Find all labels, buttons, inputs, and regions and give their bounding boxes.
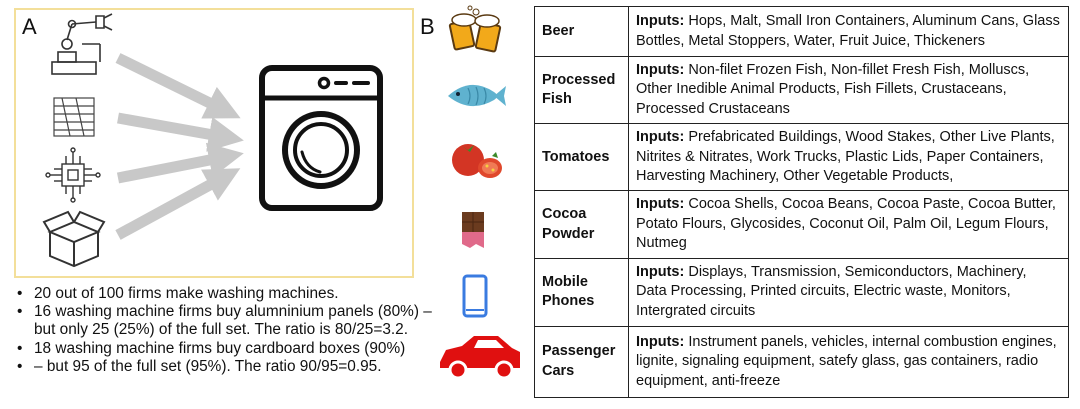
bullet-item: 18 washing machine firms buy cardboard b… <box>14 340 454 358</box>
table-row: Passenger Cars Inputs: Instrument panels… <box>534 325 1069 399</box>
aluminium-panel-icon <box>53 97 95 137</box>
table-row: Processed Fish Inputs: Non-filet Frozen … <box>534 56 1069 125</box>
inputs-text: Prefabricated Buildings, Wood Stakes, Ot… <box>636 129 1055 185</box>
product-name: Cocoa Powder <box>534 190 629 259</box>
arrow-box-to-machine <box>115 168 241 240</box>
bullet-list: 20 out of 100 firms make washing machine… <box>14 285 454 376</box>
bullet-item: 16 washing machine firms buy alumninium … <box>14 303 454 339</box>
cardboard-box-icon <box>42 210 106 268</box>
product-inputs: Inputs: Displays, Transmission, Semicond… <box>628 257 1069 327</box>
product-name: Tomatoes <box>534 123 629 192</box>
chocolate-icon <box>462 212 484 248</box>
arrow-robot-to-machine <box>115 53 241 119</box>
inputs-text: Cocoa Shells, Cocoa Beans, Cocoa Paste, … <box>636 196 1056 252</box>
inputs-label: Inputs: <box>636 61 685 78</box>
inputs-text: Instrument panels, vehicles, internal co… <box>636 333 1057 389</box>
arrow-group <box>115 53 244 240</box>
product-name: Passenger Cars <box>534 325 629 399</box>
bullet-item: 20 out of 100 firms make washing machine… <box>14 285 454 303</box>
panel-a-label: A <box>22 14 37 39</box>
circuit-chip-icon <box>45 147 101 203</box>
arrow-chip-to-machine <box>116 142 244 184</box>
car-icon <box>440 336 520 380</box>
beer-icon <box>448 5 502 53</box>
inputs-text: Non-filet Frozen Fish, Non-fillet Fresh … <box>636 61 1030 117</box>
panel-b-label: B <box>420 14 435 39</box>
arrow-panel-to-machine <box>117 112 244 152</box>
washing-machine-icon <box>259 65 383 211</box>
product-inputs: Inputs: Hops, Malt, Small Iron Container… <box>628 5 1069 58</box>
inputs-table: Beer Inputs: Hops, Malt, Small Iron Cont… <box>534 5 1069 399</box>
tomato-icon <box>452 144 502 178</box>
product-inputs: Inputs: Instrument panels, vehicles, int… <box>628 325 1069 399</box>
product-name: Processed Fish <box>534 56 629 125</box>
mobile-phone-icon <box>462 274 488 318</box>
inputs-label: Inputs: <box>636 196 685 213</box>
table-row: Mobile Phones Inputs: Displays, Transmis… <box>534 257 1069 327</box>
robot-arm-icon <box>51 13 113 75</box>
table-row: Cocoa Powder Inputs: Cocoa Shells, Cocoa… <box>534 190 1069 259</box>
inputs-label: Inputs: <box>636 13 685 30</box>
table-row: Beer Inputs: Hops, Malt, Small Iron Cont… <box>534 5 1069 58</box>
table-row: Tomatoes Inputs: Prefabricated Buildings… <box>534 123 1069 192</box>
product-name: Mobile Phones <box>534 257 629 327</box>
inputs-label: Inputs: <box>636 129 685 146</box>
fish-icon <box>448 84 506 107</box>
product-inputs: Inputs: Prefabricated Buildings, Wood St… <box>628 123 1069 192</box>
bullet-item: – but 95 of the full set (95%). The rati… <box>14 358 454 376</box>
product-inputs: Inputs: Cocoa Shells, Cocoa Beans, Cocoa… <box>628 190 1069 259</box>
inputs-text: Hops, Malt, Small Iron Containers, Alumi… <box>636 13 1060 49</box>
inputs-text: Displays, Transmission, Semiconductors, … <box>636 263 1027 319</box>
panel-a-frame <box>14 8 414 278</box>
product-name: Beer <box>534 5 629 58</box>
inputs-label: Inputs: <box>636 263 685 280</box>
inputs-label: Inputs: <box>636 333 685 350</box>
product-inputs: Inputs: Non-filet Frozen Fish, Non-fille… <box>628 56 1069 125</box>
